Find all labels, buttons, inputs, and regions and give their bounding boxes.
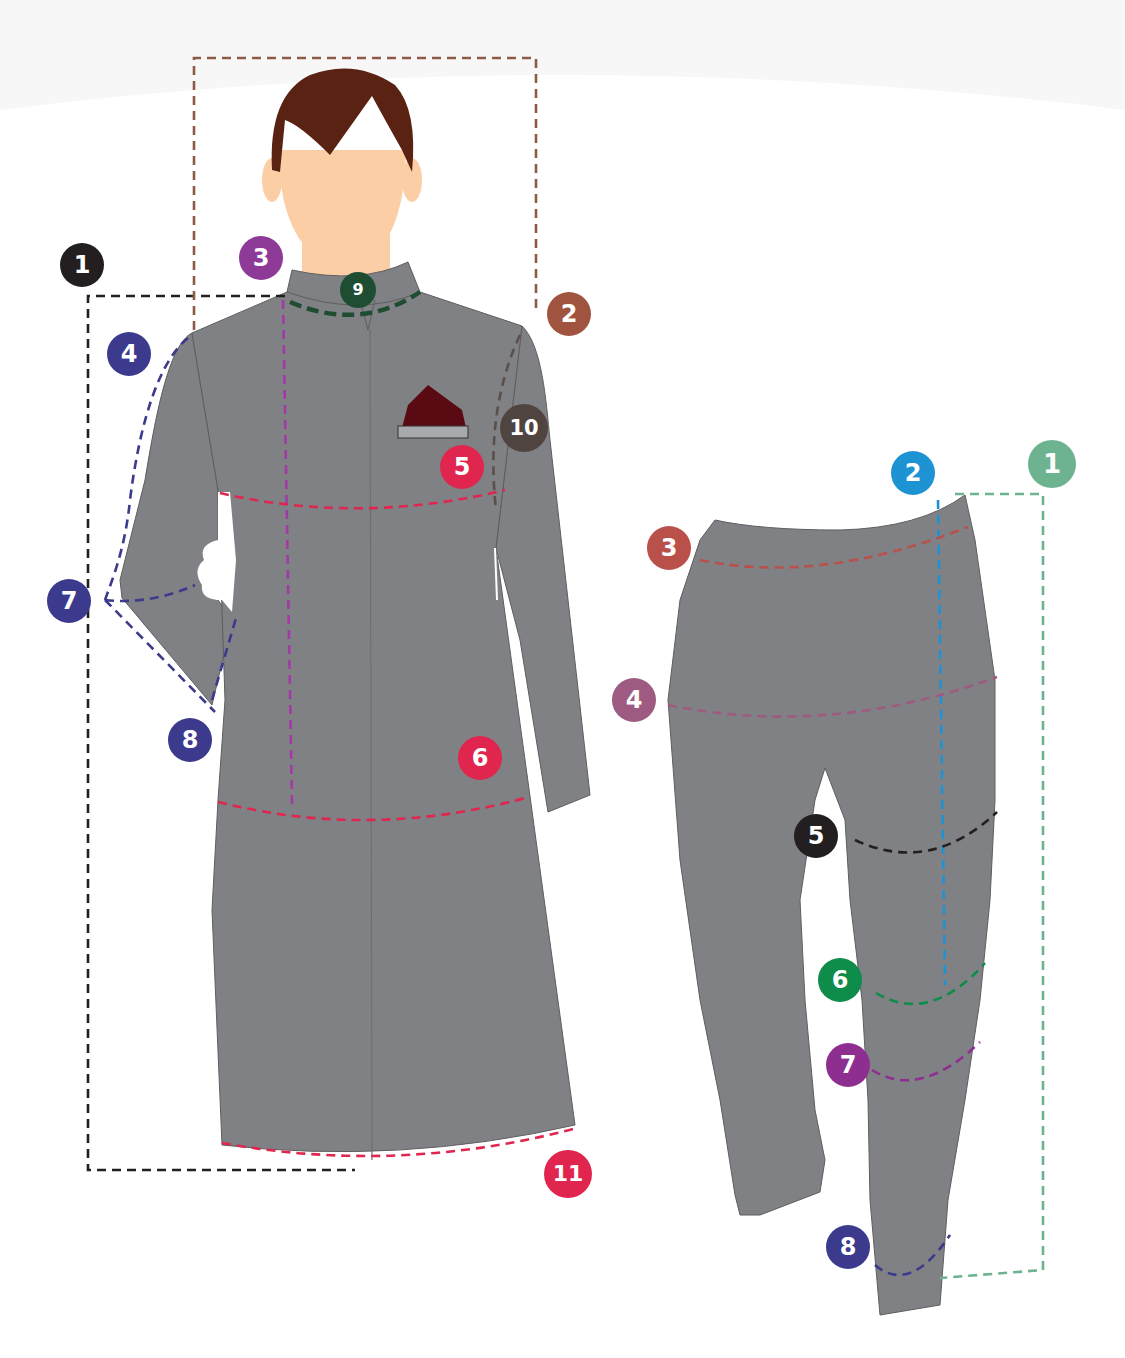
hip-line xyxy=(218,798,525,820)
thigh-line xyxy=(855,812,997,853)
callout-number: 4 xyxy=(612,678,656,722)
callout-number: 1 xyxy=(1028,440,1076,488)
callout-number: 2 xyxy=(891,451,935,495)
callout-number: 2 xyxy=(547,292,591,336)
trouser-measurement-lines xyxy=(668,494,1043,1278)
callout-number: 1 xyxy=(60,243,104,287)
callout-number: 11 xyxy=(544,1150,592,1198)
callout-number: 4 xyxy=(107,332,151,376)
wrist-line xyxy=(212,618,236,700)
hip-line xyxy=(668,677,997,717)
background-arc xyxy=(0,0,1125,110)
length-bracket xyxy=(88,296,355,1170)
knee-line xyxy=(876,963,985,1004)
waist-line xyxy=(700,527,968,568)
callout-number: 7 xyxy=(47,579,91,623)
callout-number: 3 xyxy=(647,526,691,570)
face xyxy=(278,150,406,272)
chest-pocket xyxy=(398,426,468,438)
callout-number: 8 xyxy=(168,718,212,762)
pocket-square xyxy=(402,385,466,428)
hand xyxy=(197,492,236,612)
trousers xyxy=(668,495,995,1315)
callout-number: 5 xyxy=(794,814,838,858)
sherwani-body xyxy=(192,292,575,1152)
callout-number: 6 xyxy=(458,736,502,780)
length-bracket xyxy=(940,494,1043,1278)
hair xyxy=(272,68,414,172)
callout-number: 9 xyxy=(340,272,376,308)
callout-number: 5 xyxy=(440,445,484,489)
callout-number: 10 xyxy=(500,404,548,452)
forearm-line xyxy=(105,600,215,712)
inseam-line xyxy=(938,500,945,985)
hem-line xyxy=(222,1128,577,1156)
callout-number: 3 xyxy=(239,236,283,280)
callout-number: 6 xyxy=(818,958,862,1002)
callout-number: 7 xyxy=(826,1043,870,1087)
figure xyxy=(120,68,590,1160)
side-slit xyxy=(495,548,497,600)
calf-line xyxy=(872,1042,980,1080)
elbow-line xyxy=(105,585,195,601)
shoulder-bracket xyxy=(194,58,536,330)
bottom-line xyxy=(875,1235,950,1275)
sleeve-line xyxy=(105,338,188,600)
placket-line xyxy=(370,330,372,1160)
chest-line xyxy=(220,490,505,508)
front-line xyxy=(283,300,292,805)
callout-number: 8 xyxy=(826,1225,870,1269)
measurement-lines xyxy=(88,58,577,1170)
